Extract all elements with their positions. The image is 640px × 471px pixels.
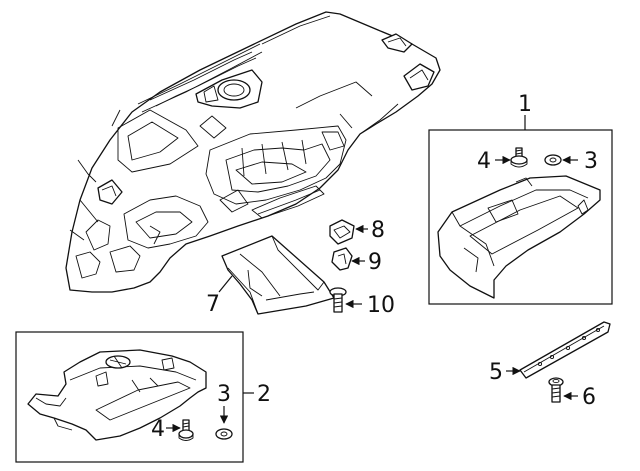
washer-part-3-bottom: [215, 428, 233, 440]
callout-10: 10: [367, 293, 395, 318]
callout-5: 5: [489, 360, 503, 385]
callout-7: 7: [206, 292, 220, 317]
screw-part-6: [548, 377, 564, 403]
callout-3-top: 3: [584, 149, 598, 174]
screw-part-4-top: [510, 147, 528, 168]
assembly-2-illustration: [27, 349, 207, 441]
screw-part-10: [329, 287, 347, 313]
clip-part-9: [331, 247, 353, 271]
glove-box-illustration: [221, 235, 335, 315]
screw-part-4-bottom: [178, 419, 194, 441]
leader-7: [218, 275, 233, 293]
callout-3-bottom: 3: [217, 382, 231, 407]
callout-1: 1: [518, 92, 532, 117]
callout-2: 2: [257, 382, 271, 407]
callout-4-bottom: 4: [151, 417, 165, 442]
clip-part-8: [329, 219, 355, 245]
callout-9: 9: [368, 250, 382, 275]
bracket-part-5: [519, 321, 611, 379]
assembly-1-illustration: [437, 175, 601, 299]
callout-4-top: 4: [477, 149, 491, 174]
callout-8: 8: [371, 218, 385, 243]
callout-6: 6: [582, 385, 596, 410]
washer-part-3-top: [544, 154, 562, 166]
instrument-panel-illustration: [65, 11, 441, 293]
